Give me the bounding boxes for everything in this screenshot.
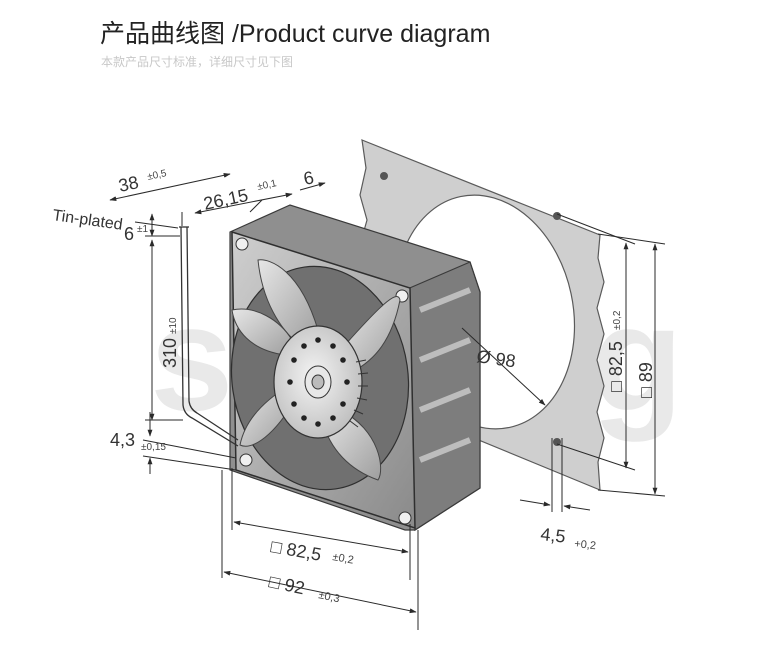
dim-4-5: 4,5 bbox=[540, 524, 567, 547]
fan-impeller bbox=[231, 259, 401, 481]
dim-38: 38 bbox=[117, 172, 141, 196]
lead-wires bbox=[179, 226, 239, 447]
tol-310: ±10 bbox=[168, 317, 179, 334]
tol-6-side: ±1 bbox=[137, 224, 148, 235]
dim-82-5-right: □ 82,5 bbox=[606, 341, 626, 392]
dim-82-5-bottom: □ 82,5 bbox=[269, 536, 323, 565]
tol-4-5: +0,2 bbox=[574, 538, 597, 552]
tol-82-5-bottom: ±0,2 bbox=[331, 551, 354, 567]
dim-6-top: 6 bbox=[302, 167, 316, 189]
dim-92: □ 92 bbox=[267, 571, 306, 598]
tol-26-15: ±0,1 bbox=[256, 178, 278, 193]
tol-82-5-right: ±0,2 bbox=[612, 310, 623, 330]
tol-38: ±0,5 bbox=[146, 168, 168, 183]
fan-hub bbox=[273, 325, 369, 439]
dimension-lines bbox=[109, 172, 666, 630]
dim-6-side: 6 bbox=[124, 224, 134, 244]
page-subtitle: 本款产品尺寸标准，详细尺寸见下图 bbox=[101, 55, 294, 69]
dim-4-3: 4,3 bbox=[110, 430, 135, 450]
page-title: 产品曲线图 /Product curve diagram bbox=[100, 20, 491, 48]
dim-89: □ 89 bbox=[636, 362, 656, 398]
dim-310: 310 bbox=[160, 338, 180, 368]
dim-26-15: 26,15 bbox=[202, 185, 250, 214]
tol-92: ±0,3 bbox=[317, 589, 340, 605]
tol-4-3: ±0,15 bbox=[141, 442, 166, 453]
label-tin-plated: Tin-plated bbox=[51, 207, 123, 234]
